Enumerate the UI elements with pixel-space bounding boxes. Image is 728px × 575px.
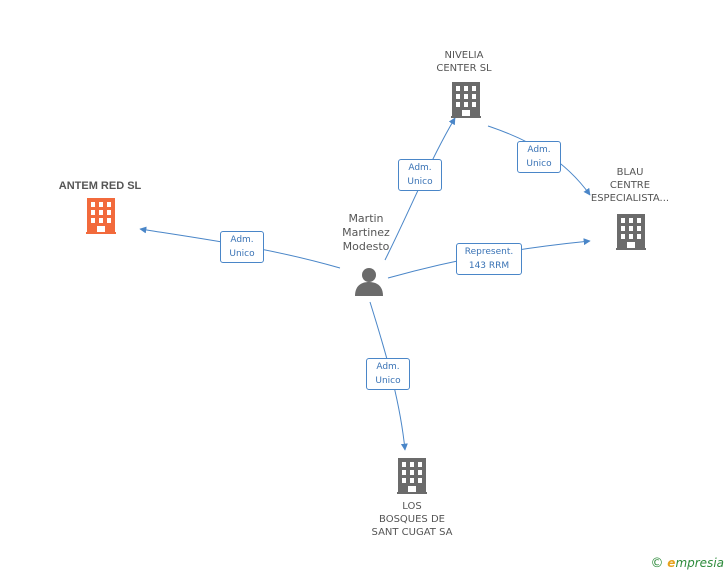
empresia-watermark[interactable]: © empresia	[650, 556, 724, 571]
brand-initial: e	[667, 556, 676, 570]
edge-label-line: 143 RRM	[468, 261, 510, 271]
edge-label-line: Adm.	[230, 235, 254, 245]
brand-name: mpresia	[675, 556, 724, 570]
edge-label-line: Adm.	[376, 362, 400, 372]
building-icon[interactable]	[397, 458, 427, 494]
edge-label-line: Adm.	[527, 145, 551, 155]
label-line: LOS	[402, 501, 422, 512]
edge-label-line: Adm.	[408, 163, 432, 173]
building-icon[interactable]	[616, 214, 646, 250]
edge-label-line: Unico	[526, 159, 552, 169]
label-line: CENTER SL	[436, 63, 492, 74]
label-line: SANT CUGAT SA	[371, 527, 453, 538]
label-line: BLAU	[616, 167, 644, 178]
label-line: CENTRE	[609, 180, 651, 191]
label-line: ANTEM RED SL	[58, 180, 142, 192]
label-line: Martinez	[342, 226, 390, 239]
edge-label-line: Unico	[229, 249, 255, 259]
edge-label-line: Unico	[407, 177, 433, 187]
label-line: ESPECIALISTA...	[590, 193, 670, 204]
edge-label-to-nivelia[interactable]: Adm. Unico	[398, 159, 442, 191]
label-line: Martin	[348, 212, 384, 225]
copyright-symbol: ©	[650, 556, 664, 571]
person-icon[interactable]	[355, 268, 383, 296]
label-line: BOSQUES DE	[379, 514, 445, 525]
edge-label-line: Represent.	[464, 247, 514, 257]
node-label-bosques[interactable]: LOS BOSQUES DE SANT CUGAT SA	[356, 500, 468, 539]
edge-label-nivelia-to-blau[interactable]: Adm. Unico	[517, 141, 561, 173]
edge-label-line: Unico	[375, 376, 401, 386]
node-label-nivelia[interactable]: NIVELIA CENTER SL	[414, 49, 514, 75]
label-line: NIVELIA	[444, 50, 484, 61]
building-icon[interactable]	[451, 82, 481, 118]
building-icon[interactable]	[86, 198, 116, 234]
node-label-person[interactable]: Martin Martinez Modesto	[326, 212, 406, 254]
edge-label-to-blau[interactable]: Represent. 143 RRM	[456, 243, 522, 275]
node-label-blau[interactable]: BLAU CENTRE ESPECIALISTA...	[578, 166, 682, 205]
node-label-antem[interactable]: ANTEM RED SL	[48, 180, 152, 193]
label-line: Modesto	[342, 240, 390, 253]
edge-label-to-bosques[interactable]: Adm. Unico	[366, 358, 410, 390]
edge-label-to-antem[interactable]: Adm. Unico	[220, 231, 264, 263]
